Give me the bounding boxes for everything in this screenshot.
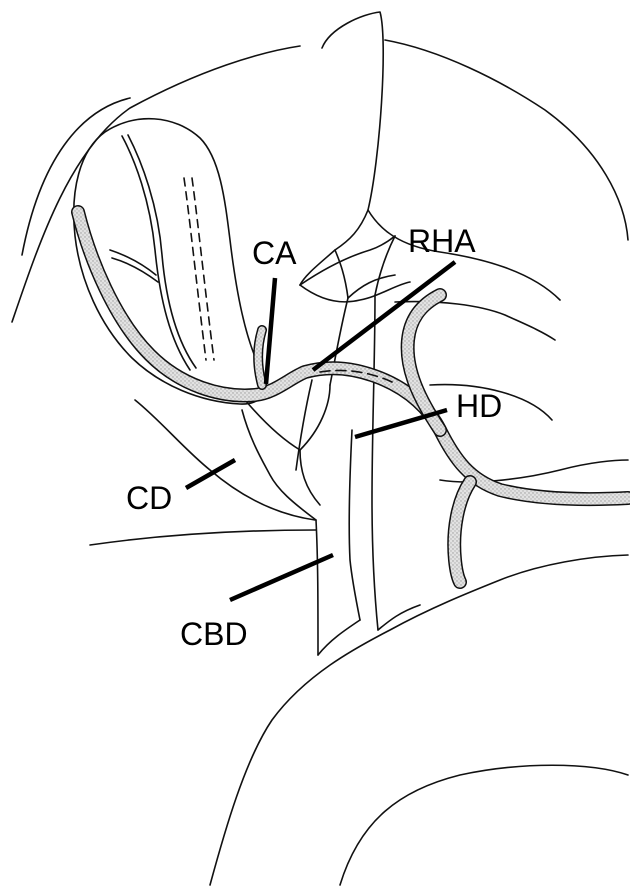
gallbladder-artery-outer [78, 212, 628, 499]
duct-inner-left [300, 450, 320, 505]
duct-left-wall [242, 410, 316, 520]
rha-leader [313, 262, 455, 370]
label-rha: RHA [408, 225, 476, 257]
hd-right-wall [372, 295, 378, 630]
hilum-lower-outline [335, 250, 348, 298]
duodenum-outline [210, 555, 628, 885]
gallbladder-outline [74, 119, 266, 404]
cbd-right-wall [349, 430, 360, 620]
hilum-right-lower-outline [375, 236, 395, 295]
label-cd: CD [126, 482, 172, 514]
label-hd: HD [456, 390, 502, 422]
stomach-right-outline [385, 40, 628, 240]
ca-branch-inner [258, 330, 262, 385]
duodenum-inner-outline [340, 765, 628, 885]
label-ca: CA [252, 237, 296, 269]
duodenum-side-outline [90, 530, 316, 545]
cbd-left-wall [316, 520, 318, 655]
label-cbd: CBD [180, 618, 248, 650]
ca-leader [266, 278, 275, 384]
stomach-outline [300, 12, 383, 285]
gb-branch-side [110, 250, 156, 275]
portal-left-line [296, 380, 312, 470]
hilum-cross-outline [348, 275, 395, 298]
